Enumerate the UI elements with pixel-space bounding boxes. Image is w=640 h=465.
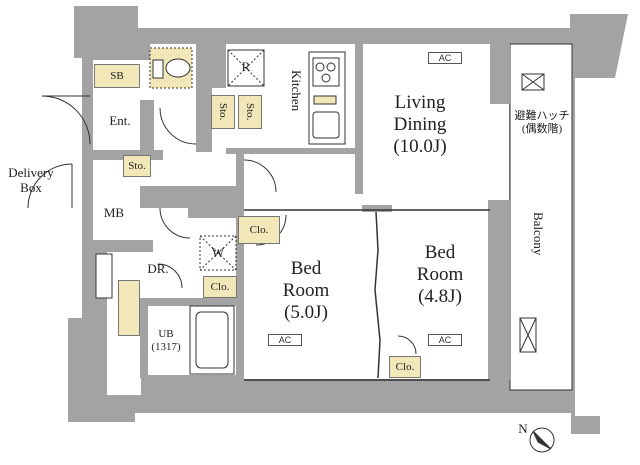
evacuation-hatch-label: 避難ハッチ (偶数階) [512, 110, 572, 135]
balcony-label: Balcony [530, 212, 546, 256]
ac-bedroom-2: AC [428, 334, 462, 346]
refrigerator-label: R [241, 59, 251, 74]
wash-basin [95, 253, 113, 299]
living-size: (10.0J) [393, 135, 447, 157]
storage-label-1: Sto. [123, 155, 151, 177]
bathtub [189, 305, 235, 375]
living-line2: Dining [393, 113, 447, 135]
kitchen-counter [308, 51, 346, 145]
north-compass [529, 427, 555, 453]
hatch-label-block [118, 280, 140, 336]
sb-label: SB [94, 64, 140, 88]
toilet [149, 47, 193, 89]
door-swings [27, 95, 417, 355]
kitchen-label: Kitchen [288, 70, 304, 112]
washer-label: W [211, 245, 225, 260]
north-label: N [518, 421, 528, 436]
unit-bath-label: UB (1317) [146, 328, 186, 353]
hatch-line2: (偶数階) [521, 122, 563, 135]
delivery-line1: Delivery [8, 165, 54, 180]
mb-label: MB [103, 205, 125, 220]
bedroom-2-label: Bed Room (4.8J) [400, 242, 480, 308]
ub-line2: (1317) [151, 340, 181, 353]
living-line1: Living [394, 92, 446, 113]
bedroom-partition [244, 209, 490, 381]
balcony-units [519, 73, 545, 353]
refrigerator [227, 49, 265, 87]
ub-line1: UB [158, 328, 174, 340]
ac-living: AC [428, 52, 462, 64]
ac-bedroom-1: AC [268, 334, 302, 346]
storage-label-2: Sto. [211, 95, 235, 129]
living-dining-label: Living Dining (10.0J) [370, 92, 470, 158]
washer-box [199, 235, 237, 271]
storage-label-3: Sto. [238, 95, 262, 129]
entrance-label: Ent. [109, 113, 131, 128]
bedroom-1-label: Bed Room (5.0J) [266, 258, 346, 324]
delivery-line2: Box [20, 179, 42, 195]
delivery-box-label: Delivery Box [0, 165, 62, 196]
bed2-size: (4.8J) [418, 285, 462, 307]
bed2-line2: Room [416, 263, 464, 285]
hatch-line1: 避難ハッチ [514, 110, 570, 122]
bed1-size: (5.0J) [284, 301, 328, 323]
closet-label-3: Clo. [389, 356, 421, 378]
bed1-line1: Bed [290, 258, 322, 279]
closet-label-1: Clo. [238, 216, 280, 244]
dressing-room-label: DR. [147, 261, 169, 276]
closet-label-2: Clo. [203, 276, 237, 298]
bed2-line1: Bed [424, 242, 456, 263]
bed1-line2: Room [282, 279, 330, 301]
